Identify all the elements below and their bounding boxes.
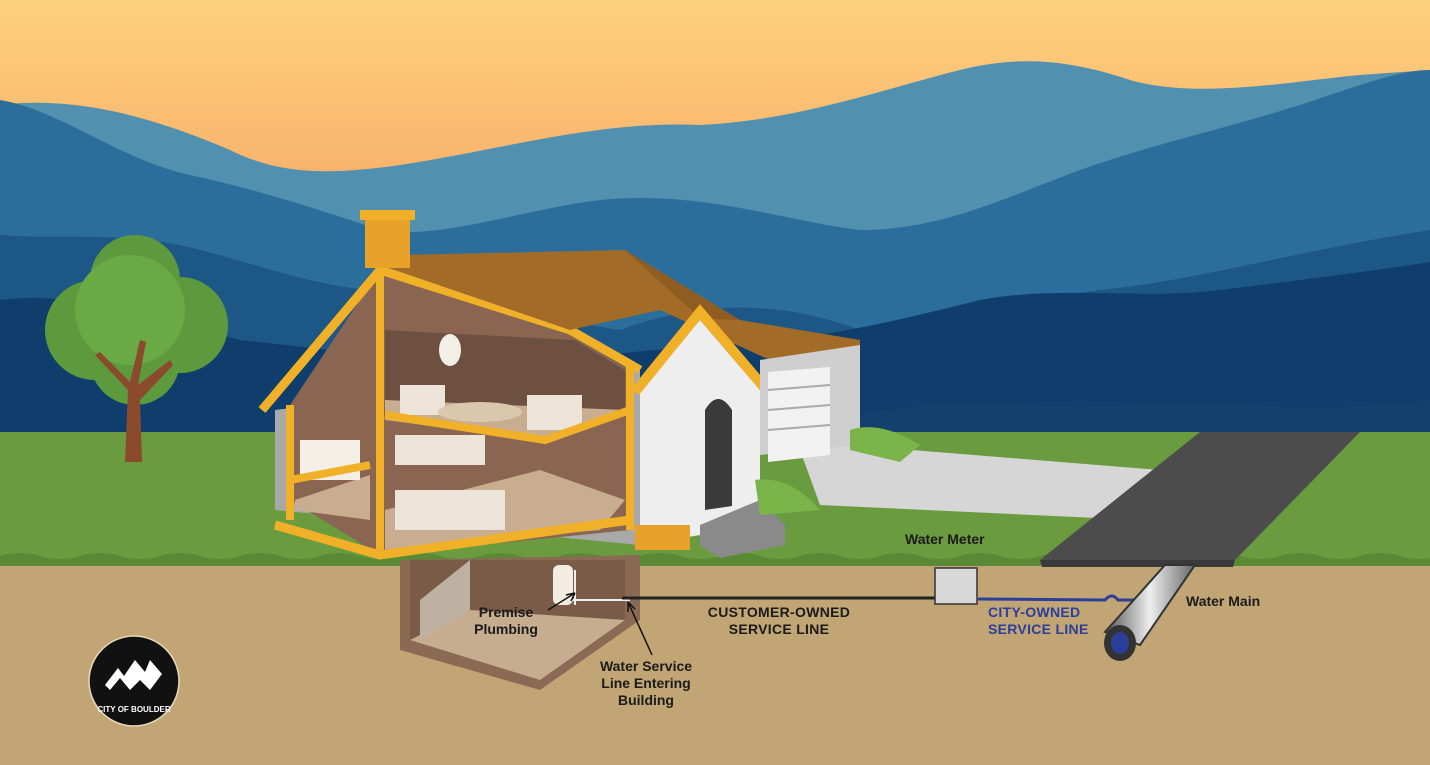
ground (0, 562, 1430, 765)
hills-dark (840, 400, 1430, 440)
label-water-meter: Water Meter (905, 531, 985, 547)
tree (45, 235, 228, 462)
label-water-service-line-entering-building: Water Service Line Entering Building (588, 658, 704, 709)
house (258, 210, 920, 560)
label-line: Premise (478, 604, 534, 620)
label-line: CUSTOMER-OWNED (707, 604, 851, 620)
label-line: Line Entering (601, 675, 691, 691)
basement (400, 555, 640, 690)
driveway (800, 445, 1160, 520)
arrow-premise (547, 592, 576, 611)
road-edge (1040, 560, 1235, 567)
arrow-entering (627, 601, 653, 656)
label-customer-owned-service-line: CUSTOMER-OWNED SERVICE LINE (697, 604, 861, 638)
road (1040, 432, 1360, 560)
label-water-main: Water Main (1186, 593, 1261, 609)
water-main-pipe (1103, 564, 1197, 661)
water-meter-box (934, 567, 978, 605)
logo-text: CITY OF BOULDER (97, 705, 170, 714)
label-line: Plumbing (474, 621, 538, 637)
premise-plumbing-pipe (572, 570, 630, 605)
label-line: Building (618, 692, 674, 708)
label-premise-plumbing: Premise Plumbing (470, 604, 542, 638)
label-line: SERVICE LINE (988, 621, 1089, 637)
label-city-owned-service-line: CITY-OWNED SERVICE LINE (988, 604, 1100, 638)
city-of-boulder-logo: CITY OF BOULDER (88, 635, 180, 727)
label-line: CITY-OWNED (988, 604, 1081, 620)
city-owned-service-line (977, 594, 1135, 602)
label-line: SERVICE LINE (728, 621, 830, 637)
label-line: Water Service (599, 658, 693, 674)
